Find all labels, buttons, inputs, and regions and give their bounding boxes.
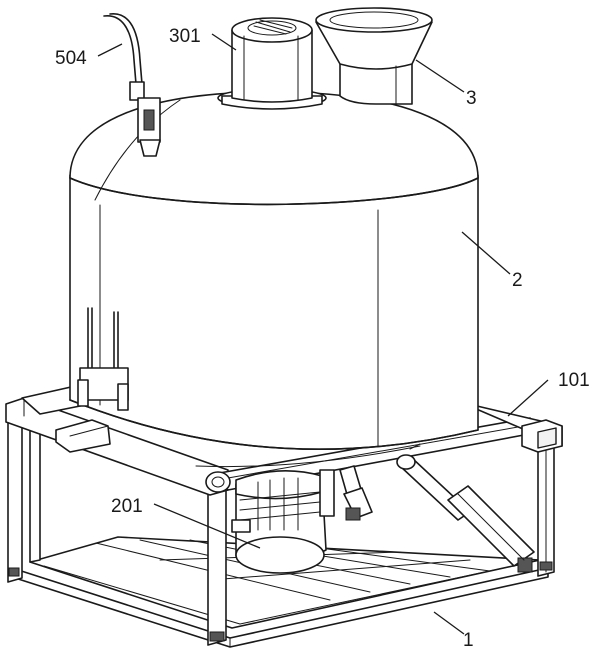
sensor-bracket	[55, 307, 129, 453]
label-301: 301	[169, 26, 201, 47]
top-motor	[217, 17, 327, 110]
bottom-motor	[231, 469, 335, 574]
label-1: 1	[463, 630, 474, 651]
label-504: 504	[55, 48, 87, 69]
label-101: 101	[558, 370, 590, 391]
label-2: 2	[512, 270, 523, 291]
tank-body	[69, 91, 479, 468]
label-3: 3	[466, 88, 477, 109]
hose-assembly	[103, 13, 161, 157]
hydraulic-cylinders	[339, 454, 535, 573]
label-201: 201	[111, 496, 143, 517]
feed-hopper	[315, 7, 433, 105]
leader-lines	[97, 33, 549, 635]
